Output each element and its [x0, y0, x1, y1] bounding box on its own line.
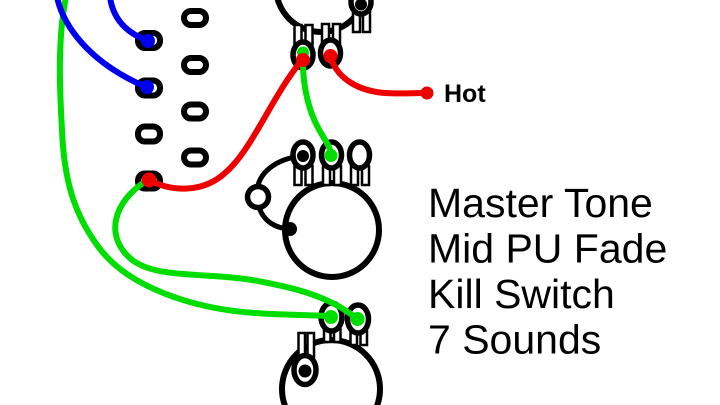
solder-joint: [141, 172, 157, 188]
solder-joint: [323, 49, 338, 63]
solder-joint: [324, 149, 338, 162]
switch-terminal: [181, 8, 209, 28]
switch-terminal: [135, 123, 163, 145]
pot-body: [282, 180, 382, 280]
red-hot-output-wire: [328, 55, 427, 97]
solder-joint: [140, 80, 154, 94]
hot-label: Hot: [444, 80, 486, 108]
caption-line: Kill Switch: [428, 271, 615, 317]
tone-pot: [244, 139, 382, 280]
ground-solder-joint: [355, 0, 367, 11]
caption-line: Mid PU Fade: [428, 226, 667, 272]
solder-joint: [350, 312, 365, 326]
blue-pickup-wire-1: [107, 0, 149, 43]
ground-solder-joint: [283, 222, 297, 236]
caption-line: 7 Sounds: [428, 317, 601, 363]
volume-pot: [274, 0, 374, 71]
ground-solder-joint: [298, 364, 312, 378]
green-wire-top-to-fade-lug1: [56, 0, 332, 319]
switch-terminal: [181, 147, 209, 168]
switch-terminal: [181, 55, 209, 75]
hot-wire-end-dot: [420, 86, 434, 100]
blue-pickup-wire-2: [54, 0, 149, 90]
tone-capacitor: [244, 183, 272, 211]
green-wire-volume-to-tone: [299, 53, 334, 156]
solder-joint: [297, 150, 309, 162]
red-wire-switch-to-volume: [146, 58, 304, 192]
solder-joint: [141, 34, 155, 48]
caption-line: Master Tone: [428, 180, 653, 226]
solder-joint: [296, 53, 310, 67]
switch-terminal: [181, 101, 209, 122]
solder-joint: [324, 310, 338, 324]
green-wire-switch-to-fade-lug2: [112, 178, 359, 321]
pot-lug: [346, 139, 373, 171]
caption: Master Tone Mid PU Fade Kill Switch 7 So…: [428, 180, 667, 363]
